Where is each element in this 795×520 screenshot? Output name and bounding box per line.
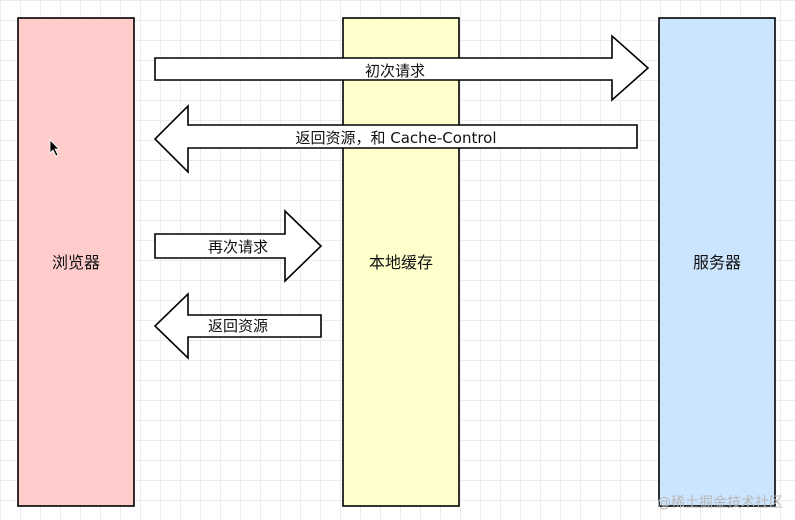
arrow-initial-request-label: 初次请求 [365,62,425,80]
cache-label: 本地缓存 [369,253,433,272]
arrow-return-resource-label: 返回资源 [208,317,268,335]
watermark: @稀土掘金技术社区 [657,495,783,511]
cursor-icon [49,139,60,157]
arrow-repeat-request [154,209,323,283]
arrow-initial-request [154,34,650,102]
server-label: 服务器 [693,253,741,272]
browser-label: 浏览器 [52,253,100,272]
arrow-return-with-cache-control [153,104,638,174]
arrow-return-resource [153,292,322,360]
arrow-return-with-cache-control-label: 返回资源，和 Cache-Control [295,129,496,147]
arrow-repeat-request-label: 再次请求 [208,238,268,256]
server-box [658,17,776,507]
cache-box [342,17,460,507]
browser-box [17,17,135,507]
